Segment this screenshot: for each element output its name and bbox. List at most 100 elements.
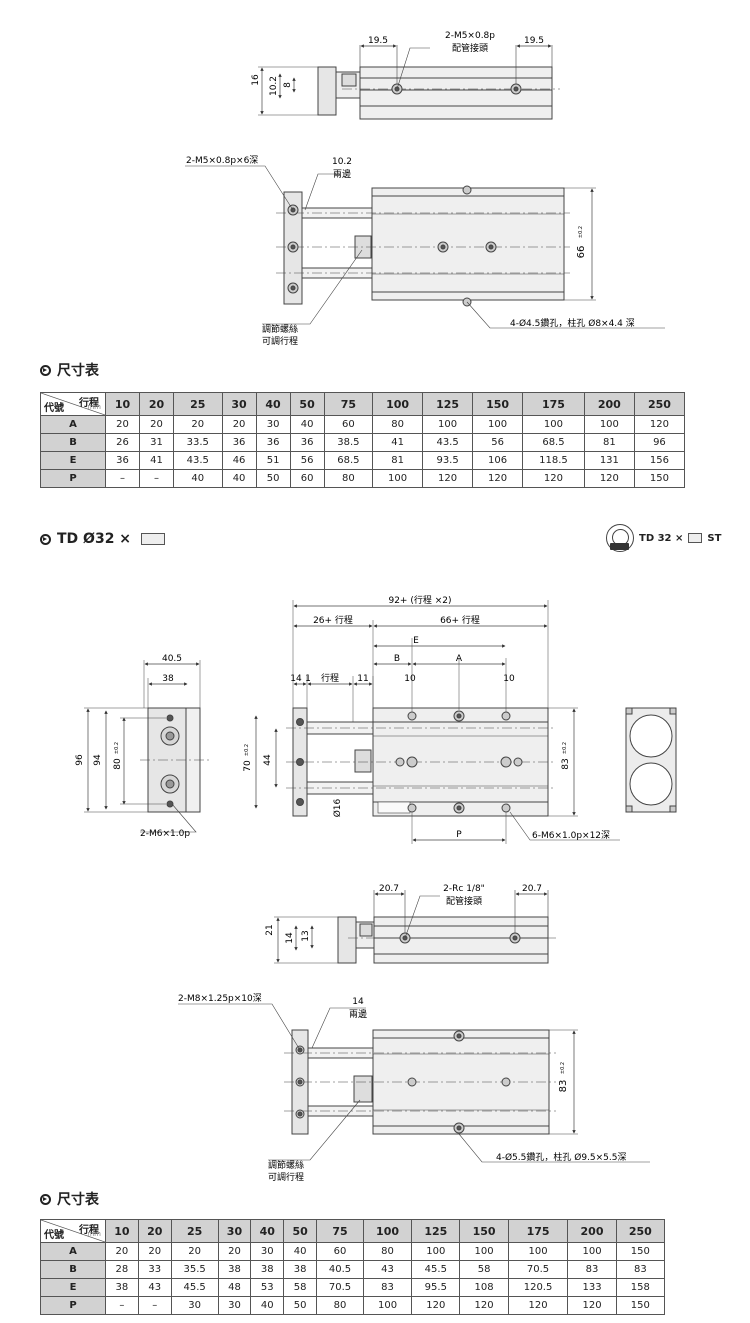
dim-right: 20.7: [522, 884, 542, 894]
table-cell: 30: [250, 1242, 285, 1261]
dim-14: 14: [290, 674, 302, 684]
bottom-plan-view: 2-M8×1.25p×10深 14 兩邊 83 ±0.2 4-Ø5.5鑽孔，柱孔…: [178, 993, 650, 1183]
dim-left: 19.5: [368, 36, 388, 46]
table-cell: 100: [372, 469, 424, 488]
table-cell: 120: [459, 1296, 509, 1315]
table-cell: –: [137, 1296, 172, 1315]
table-cell: 150: [615, 1242, 666, 1261]
table-header-cell: 40: [250, 1219, 285, 1243]
table-header-cell: 10: [105, 1219, 139, 1243]
rod-diameter: Ø16: [332, 798, 343, 817]
table-cell: 38.5: [323, 433, 374, 452]
end-tap-label: 2-M6×1.0p: [140, 829, 190, 839]
table-cell: 26: [104, 433, 141, 452]
table-header-cell: 10: [104, 392, 141, 416]
height-8: 8: [283, 82, 293, 88]
table-cell: 80: [323, 469, 374, 488]
table-cell: 40: [173, 469, 223, 488]
table-header-cell: 125: [422, 392, 474, 416]
table-cell: 20: [105, 1242, 139, 1261]
table-cell: 35.5: [170, 1260, 219, 1279]
stroke-box-icon: [141, 533, 166, 545]
table-cell: 158: [615, 1278, 666, 1297]
model-option: TD 32 × ST: [606, 524, 721, 552]
table-cell: –: [104, 469, 141, 488]
table-cell: 108: [459, 1278, 509, 1297]
end-height-80-tol: ±0.2: [114, 742, 120, 754]
end-height-96: 96: [75, 754, 85, 766]
table-cell: 133: [567, 1278, 617, 1297]
table-cell: 20: [173, 415, 223, 434]
table-cell: 100: [567, 1242, 617, 1261]
row-label: E: [40, 1278, 106, 1297]
height-16: 16: [251, 74, 261, 86]
table-cell: 56: [289, 451, 325, 470]
row-label: E: [40, 451, 106, 470]
bullet-icon: [40, 364, 51, 376]
model-title: TD Ø32 ×: [40, 531, 166, 547]
table-cell: 51: [255, 451, 291, 470]
table-cell: 150: [633, 469, 686, 488]
corner-stroke: 行程: [79, 1225, 99, 1236]
table-cell: 56: [472, 433, 524, 452]
corner-code: 代號: [44, 1230, 64, 1241]
table-cell: 40.5: [316, 1260, 364, 1279]
table-cell: 106: [472, 451, 524, 470]
height-66-tol: ±0.2: [578, 226, 584, 238]
table-cell: 40: [289, 415, 325, 434]
table-cell: 48: [217, 1278, 252, 1297]
table-header-cell: 200: [583, 392, 635, 416]
table-cell: 80: [362, 1242, 413, 1261]
table-header-cell: 20: [139, 392, 175, 416]
dim-left: 20.7: [379, 884, 399, 894]
table-cell: 58: [459, 1260, 509, 1279]
table-cell: 93.5: [422, 451, 474, 470]
rod-height-44: 44: [263, 754, 273, 766]
table-cell: 120: [633, 415, 686, 434]
row-label: B: [40, 1260, 106, 1279]
corner-unit: mm: [87, 403, 101, 411]
table-header-cell: 125: [411, 1219, 461, 1243]
table-cell: 100: [422, 415, 474, 434]
corner-code: 代號: [44, 403, 64, 414]
main-assembly-view: 40.5 38 96 94 80 ±0.2 2-M6×1.0p 92+ (行程 …: [75, 594, 677, 844]
table-header-cell: 175: [507, 1219, 569, 1243]
plate-height-70: 70: [243, 760, 253, 772]
table-cell: 40: [283, 1242, 318, 1261]
table-cell: 70.5: [507, 1260, 569, 1279]
dim-right: 19.5: [524, 36, 544, 46]
end-height-80: 80: [113, 758, 123, 770]
table-header-cell: 175: [522, 392, 585, 416]
table-cell: 36: [289, 433, 325, 452]
table-header-cell: 100: [362, 1219, 413, 1243]
flat-sub: 兩邊: [333, 168, 351, 180]
stroke-adjust-icon: [606, 524, 634, 552]
table-cell: 30: [255, 415, 291, 434]
table-cell: 120: [522, 469, 585, 488]
dim-1: 1: [305, 674, 311, 684]
table-header-cell: 75: [316, 1219, 364, 1243]
table-cell: 120: [472, 469, 524, 488]
table-cell: 45.5: [411, 1260, 461, 1279]
table-cell: 20: [104, 415, 141, 434]
height-83-tol: ±0.2: [560, 1062, 566, 1074]
table-header-cell: 250: [633, 392, 686, 416]
body-tap-label: 6-M6×1.0p×12深: [532, 830, 610, 841]
table2-title: 尺寸表: [40, 1189, 99, 1209]
bottom-side-view: 20.7 20.7 2-Rc 1/8" 配管接頭 21 14 13: [265, 884, 556, 964]
table-cell: 50: [255, 469, 291, 488]
table-header-cell: 25: [170, 1219, 219, 1243]
table-cell: 30: [170, 1296, 219, 1315]
table-cell: 36: [104, 451, 141, 470]
table-cell: 20: [170, 1242, 219, 1261]
table-cell: 100: [459, 1242, 509, 1261]
table-cell: 120: [567, 1296, 617, 1315]
table-cell: 28: [105, 1260, 139, 1279]
table-header-cell: 30: [217, 1219, 252, 1243]
table-cell: –: [139, 469, 175, 488]
